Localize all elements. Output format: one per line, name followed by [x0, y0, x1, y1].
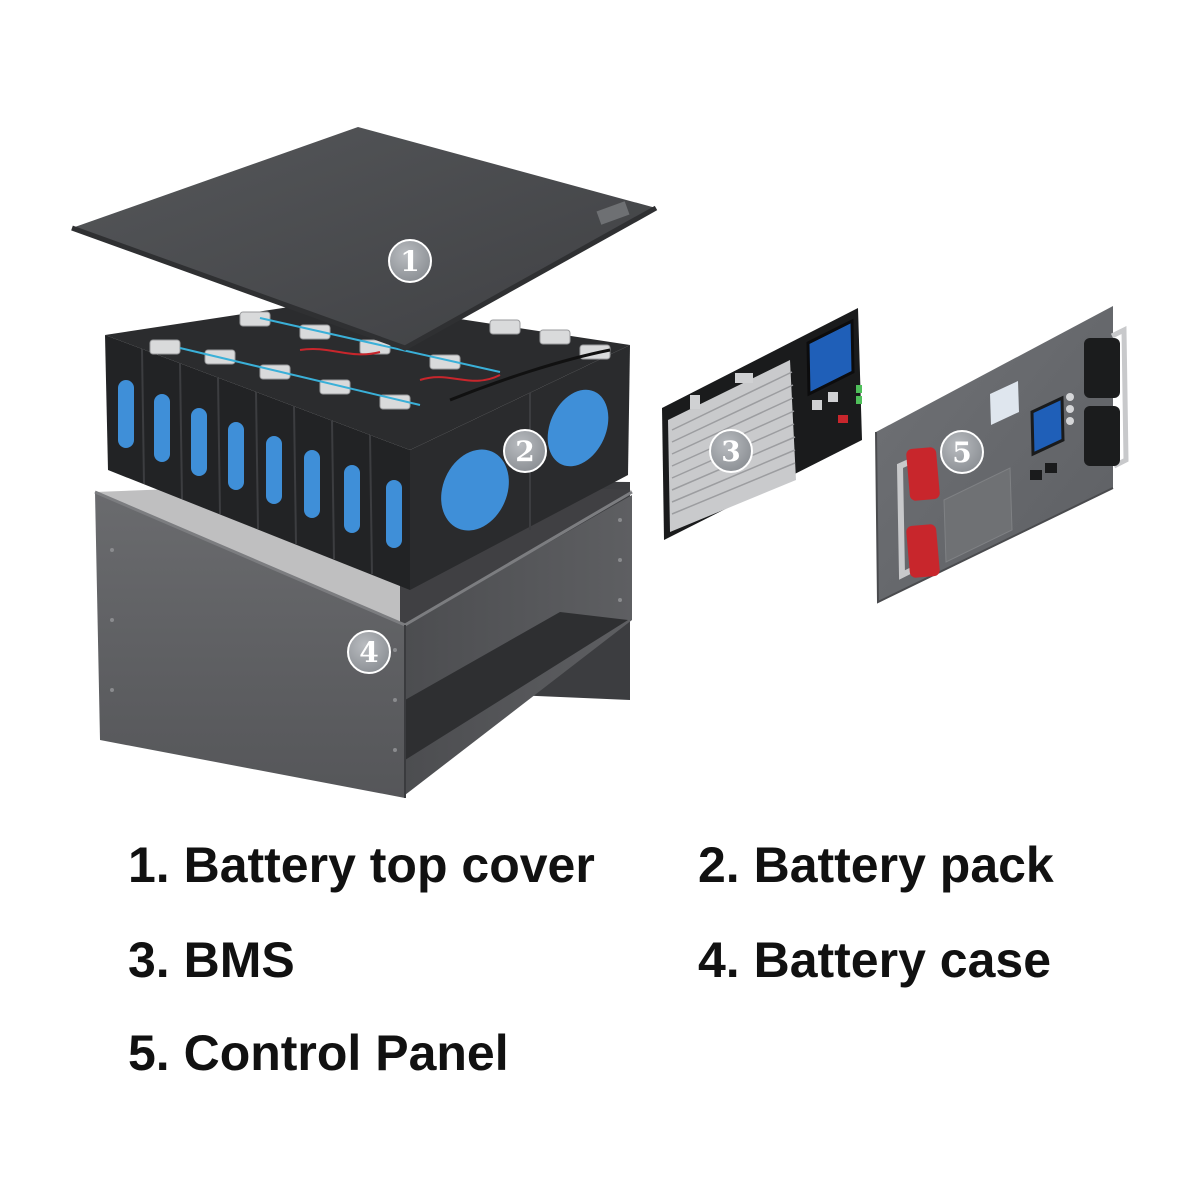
legend-item-bms: 3. BMS	[128, 932, 295, 988]
badge-2: 2	[503, 429, 547, 473]
legend-item-battery-pack: 2. Battery pack	[698, 837, 1054, 893]
badge-3: 3	[709, 429, 753, 473]
badge-4-label: 4	[359, 636, 378, 669]
legend-item-battery-case: 4. Battery case	[698, 932, 1052, 988]
badge-3-label: 3	[721, 435, 740, 468]
badge-1: 1	[388, 239, 432, 283]
battery-exploded-diagram: 1 2 3 4 5	[71, 127, 1129, 798]
badge-5-label: 5	[952, 436, 971, 469]
badge-4: 4	[347, 630, 391, 674]
bms-board	[662, 308, 862, 540]
badge-5: 5	[940, 430, 984, 474]
badge-2-label: 2	[515, 435, 534, 468]
legend-item-control-panel: 5. Control Panel	[128, 1025, 509, 1081]
legend-item-top-cover: 1. Battery top cover	[128, 837, 595, 893]
battery-top-cover	[71, 127, 658, 351]
badge-1-label: 1	[400, 245, 419, 278]
control-panel	[875, 306, 1129, 604]
